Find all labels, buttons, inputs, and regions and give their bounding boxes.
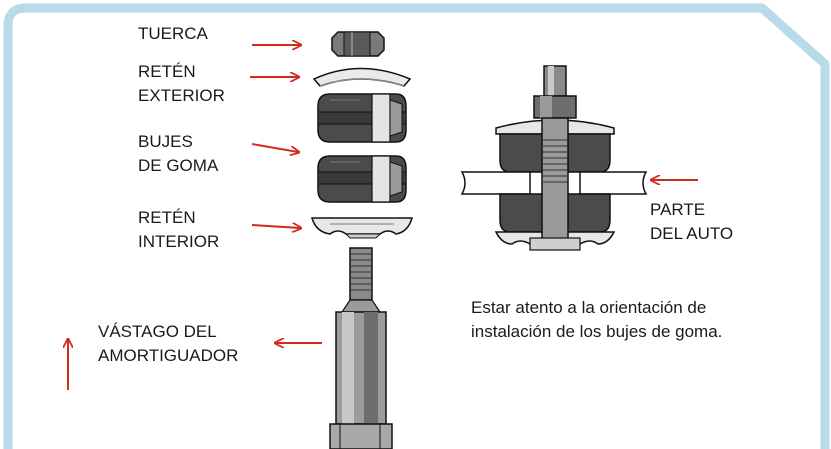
label-bujes-line1: BUJES [138, 132, 193, 151]
shock-absorber-rod-part [329, 247, 393, 449]
orientation-note-line2: instalación de los bujes de goma. [471, 322, 723, 341]
label-parte-del-auto-line1: PARTE [650, 200, 706, 219]
upper-rubber-bushing-part [317, 93, 407, 143]
assembled-view [460, 65, 648, 251]
label-parte-del-auto-line2: DEL AUTO [650, 224, 734, 243]
inner-retainer-part [311, 217, 413, 239]
lower-rubber-bushing-part [317, 155, 407, 203]
label-bujes-line2: DE GOMA [138, 156, 219, 175]
label-reten-exterior-line1: RETÉN [138, 62, 196, 81]
arrow-bujes-de-goma [251, 143, 298, 152]
arrow-reten-interior [251, 225, 300, 228]
label-vastago-line2: AMORTIGUADOR [98, 346, 239, 365]
label-vastago-line1: VÁSTAGO DEL [98, 322, 217, 341]
outer-retainer-part [312, 67, 412, 87]
label-reten-interior-line1: RETÉN [138, 208, 196, 227]
label-reten-interior-line2: INTERIOR [138, 232, 220, 251]
label-tuerca: TUERCA [138, 24, 208, 43]
orientation-note-line1: Estar atento a la orientación de [471, 298, 707, 317]
label-reten-exterior-line2: EXTERIOR [138, 86, 225, 105]
nut-part [331, 31, 385, 57]
diagram-frame [3, 3, 830, 449]
